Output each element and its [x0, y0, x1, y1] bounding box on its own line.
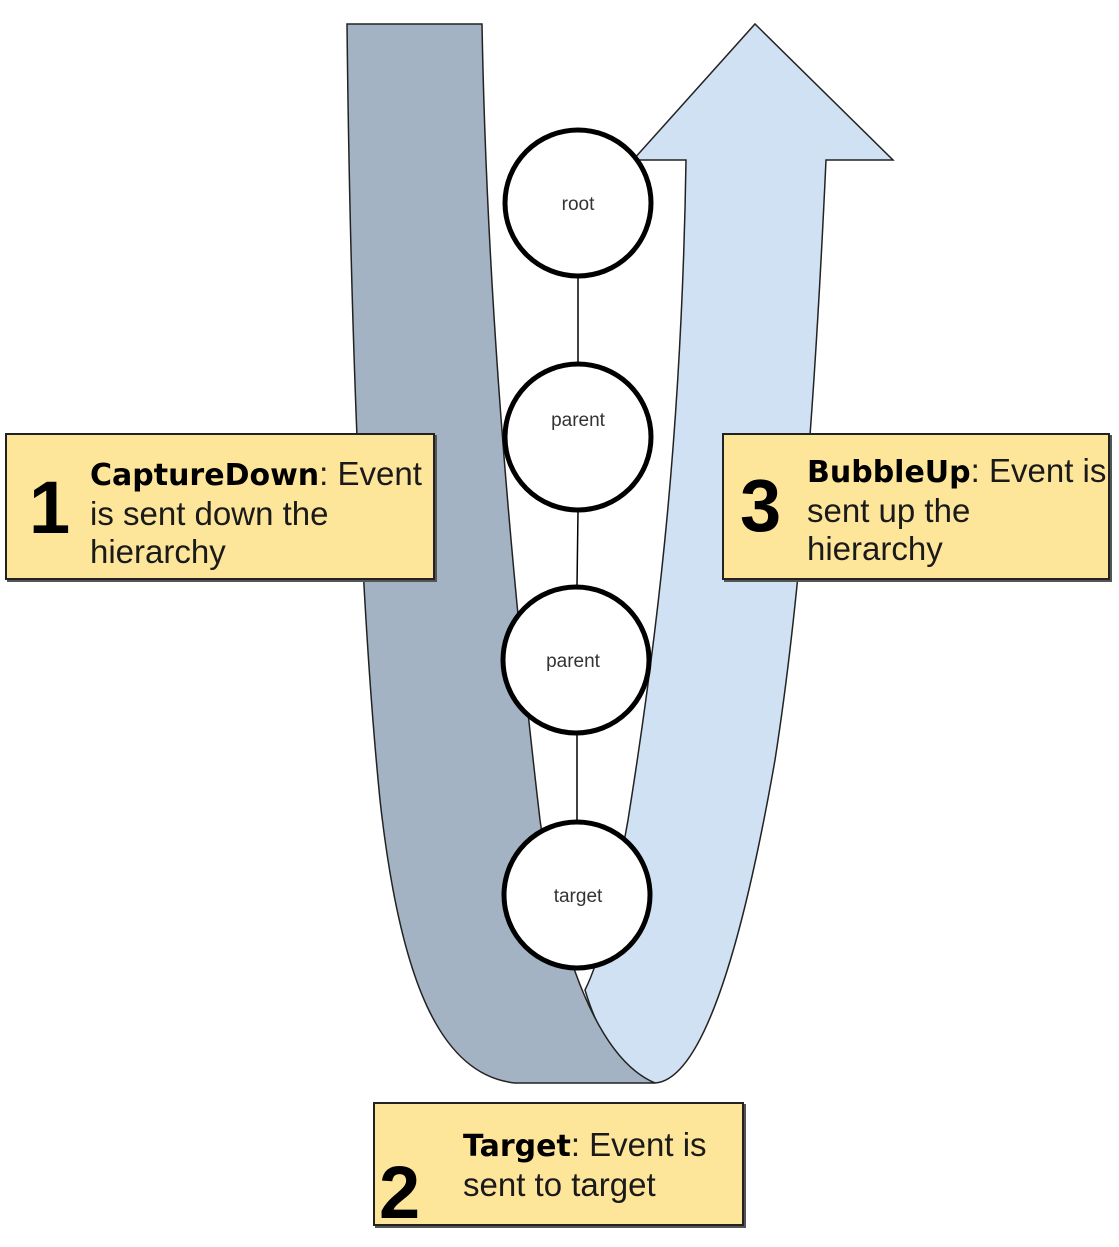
node-parent-1: parent — [502, 361, 654, 513]
phase-name: Target — [463, 1129, 571, 1164]
node-target: target — [501, 819, 653, 971]
phase-number: 1 — [29, 466, 71, 549]
edge-parent-parent — [576, 510, 579, 587]
node-label: parent — [546, 651, 601, 672]
phase-number: 3 — [740, 464, 782, 547]
phase-text: : Event is sent down the hierarchy — [90, 455, 422, 570]
node-label: target — [554, 886, 603, 907]
node-root: root — [502, 127, 654, 279]
phase-text: : Event is sent up the hierarchy — [807, 452, 1107, 567]
phase-description: BubbleUp: Event is sent up the hierarchy — [807, 452, 1107, 568]
phase-name: BubbleUp — [807, 455, 971, 490]
node-parent-2: parent — [500, 584, 652, 736]
phase-description: Target: Event is sent to target — [463, 1126, 743, 1204]
phase-number: 2 — [379, 1151, 421, 1234]
phase-name: CaptureDown — [90, 458, 320, 493]
phase-text: : Event is sent to target — [463, 1126, 707, 1203]
phase-description: CaptureDown: Event is sent down the hier… — [90, 455, 430, 571]
node-label: parent — [551, 410, 606, 431]
node-label: root — [562, 194, 595, 215]
callout-bubble-up: 3 BubbleUp: Event is sent up the hierarc… — [722, 433, 1110, 580]
callout-target: 2 Target: Event is sent to target — [373, 1102, 744, 1230]
callout-capture-down: 1 CaptureDown: Event is sent down the hi… — [5, 433, 435, 580]
